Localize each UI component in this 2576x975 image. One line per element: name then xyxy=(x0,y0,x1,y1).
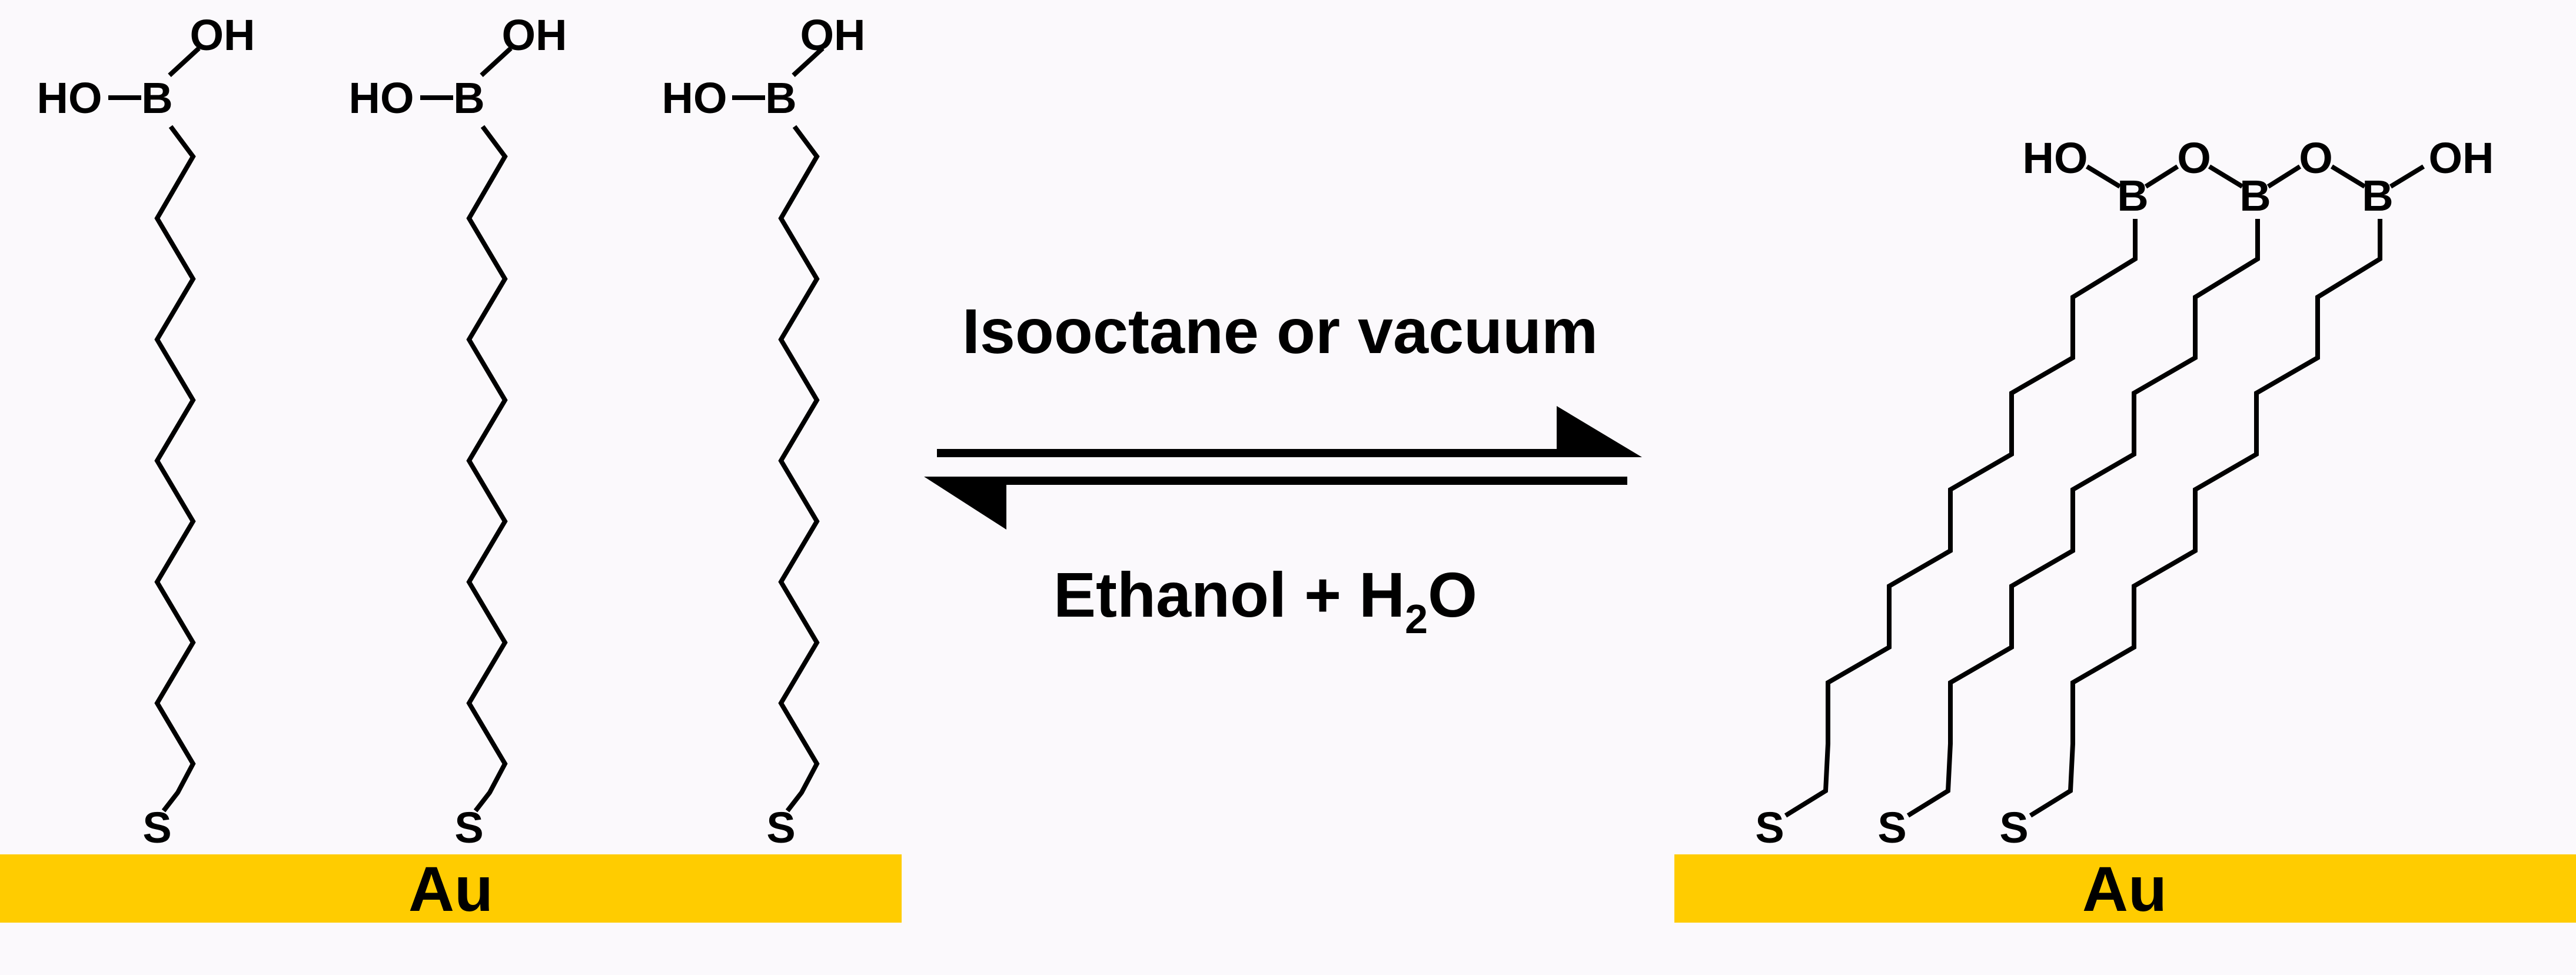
boron-label: B xyxy=(765,74,796,122)
hydroxyl-top-label: OH xyxy=(502,11,567,59)
alkyl-chain xyxy=(466,125,508,813)
right-gold-substrate xyxy=(1674,854,2576,923)
alkyl-chain xyxy=(2029,219,2382,818)
boroxine-backbone: HO B O B O B OH xyxy=(2023,134,2494,220)
reverse-condition-subscript: 2 xyxy=(1405,596,1428,642)
hydroxyl-left-label: HO xyxy=(2023,134,2088,182)
left-gold-substrate xyxy=(0,854,902,923)
hydroxyl-left-label: HO xyxy=(662,74,727,122)
right-molecule-2: S xyxy=(1877,219,2260,852)
sulfur-label: S xyxy=(1877,803,1906,852)
hydroxyl-right-label: OH xyxy=(2429,134,2494,182)
boron-label-3: B xyxy=(2362,171,2393,220)
reverse-condition-label: Ethanol + H2O xyxy=(1053,559,1477,642)
boron-label: B xyxy=(453,74,484,122)
o-b-bond-2 xyxy=(2330,164,2366,189)
b-oh-bond xyxy=(792,46,825,77)
hydroxyl-left-label: HO xyxy=(349,74,414,122)
b-oh-bond xyxy=(2389,164,2425,189)
right-substrate-label: Au xyxy=(2082,853,2167,924)
boron-label: B xyxy=(141,74,172,122)
right-molecule-3: S xyxy=(1999,219,2382,852)
left-molecule-3: OH HO B S xyxy=(662,11,866,852)
right-molecule-1: S xyxy=(1755,219,2138,852)
left-molecule-2: OH HO B S xyxy=(349,11,567,852)
sulfur-label: S xyxy=(766,803,795,852)
boron-label-1: B xyxy=(2117,171,2148,220)
hydroxyl-left-label: HO xyxy=(37,74,102,122)
alkyl-chain xyxy=(1906,219,2260,818)
forward-condition-label: Isooctane or vacuum xyxy=(962,295,1598,367)
sulfur-label: S xyxy=(454,803,483,852)
boron-label-2: B xyxy=(2239,171,2271,220)
oxygen-label-1: O xyxy=(2177,134,2211,182)
right-panel: Au HO B O B O B OH S S S xyxy=(1674,134,2576,924)
sulfur-label: S xyxy=(142,803,171,852)
alkyl-chain xyxy=(154,125,196,813)
equilibrium: Isooctane or vacuum Ethanol + H2O xyxy=(924,295,1642,642)
reverse-arrow xyxy=(924,477,1627,530)
left-molecule-1: OH HO B S xyxy=(37,11,255,852)
o-b-bond-1 xyxy=(2208,164,2244,189)
ho-b-bond xyxy=(2085,164,2122,189)
sulfur-label: S xyxy=(1755,803,1784,852)
b-o-bond-2 xyxy=(2266,164,2302,189)
forward-arrow xyxy=(937,406,1642,457)
left-panel: Au OH HO B S OH HO B S OH HO B S xyxy=(0,11,902,924)
b-oh-bond xyxy=(168,46,201,77)
alkyl-chain xyxy=(778,125,820,813)
sulfur-label: S xyxy=(1999,803,2028,852)
hydroxyl-top-label: OH xyxy=(800,11,866,59)
alkyl-chain xyxy=(1784,219,2138,818)
oxygen-label-2: O xyxy=(2299,134,2333,182)
reverse-condition-prefix: Ethanol + H xyxy=(1053,559,1405,630)
b-o-bond-1 xyxy=(2144,164,2179,189)
hydroxyl-top-label: OH xyxy=(190,11,255,59)
b-oh-bond xyxy=(480,46,513,77)
left-substrate-label: Au xyxy=(408,853,493,924)
reverse-condition-suffix: O xyxy=(1428,559,1477,630)
